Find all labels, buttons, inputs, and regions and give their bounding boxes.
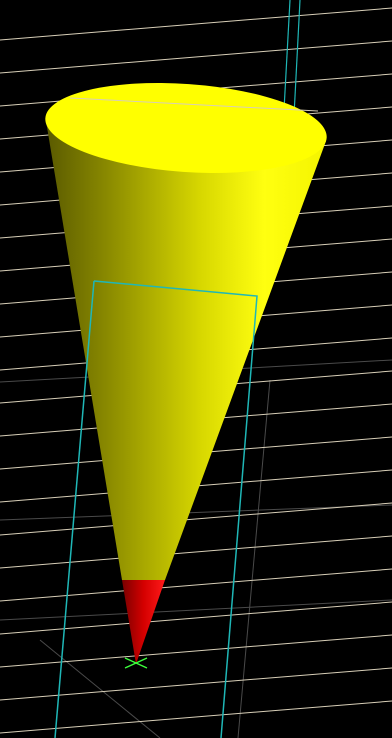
floor-grid-line (0, 700, 392, 734)
cone-body[interactable] (46, 121, 326, 580)
floor-grid-line (0, 535, 392, 569)
floor-grid-line (0, 667, 392, 701)
floor-grid-line (0, 601, 392, 635)
floor-grid-line (0, 7, 392, 41)
selection-frame[interactable] (54, 280, 258, 738)
floor-grid-line (0, 568, 392, 602)
floor-grid-line (0, 40, 392, 74)
pivot-gizmo-icon[interactable] (124, 657, 148, 669)
floor-grid-line (0, 634, 392, 668)
floor-grid-line (0, 502, 392, 536)
cone-top-cap[interactable] (42, 74, 329, 181)
cone-object[interactable] (42, 74, 329, 664)
cap-highlight (69, 97, 319, 112)
cone-tip[interactable] (122, 580, 165, 664)
